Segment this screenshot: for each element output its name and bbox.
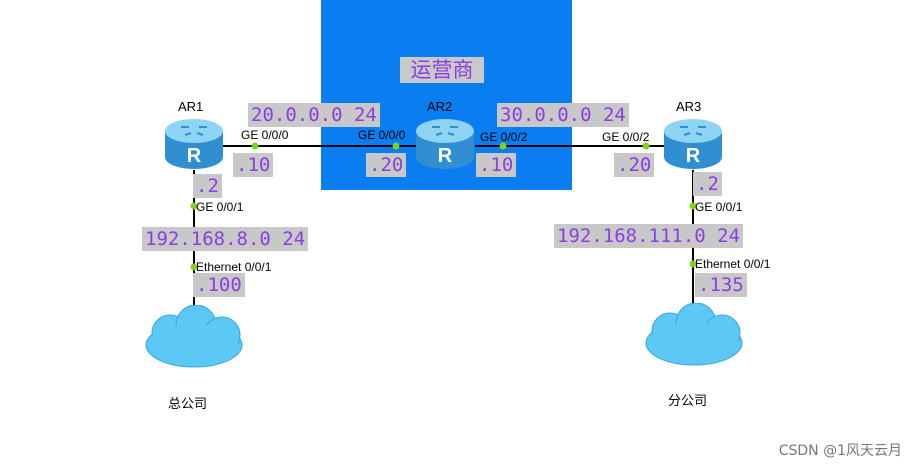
port-label-ar1-ge001: GE 0/0/1	[196, 200, 244, 214]
port-label-ar2-ge002: GE 0/0/2	[480, 130, 528, 144]
port-dot-ar3-ge001	[689, 202, 697, 210]
port-label-branch-eth: Ethernet 0/0/1	[695, 257, 771, 271]
router-name-ar3: AR3	[676, 99, 702, 114]
port-dot-hq-eth	[190, 263, 198, 271]
host-ar1-ge000: .10	[233, 153, 274, 177]
host-ar2-ge002: .10	[476, 153, 517, 177]
port-label-ar3-ge001: GE 0/0/1	[695, 200, 743, 214]
branch-cloud-icon[interactable]	[640, 303, 748, 369]
svg-text:R: R	[187, 145, 202, 167]
port-dot-ar2-ge002	[499, 142, 507, 150]
router-name-ar1: AR1	[178, 99, 204, 114]
router-ar3-icon[interactable]: R	[662, 113, 724, 173]
port-label-ar3-ge002: GE 0/0/2	[602, 130, 650, 144]
isp-label: 运营商	[400, 57, 484, 83]
host-ar2-ge000: .20	[366, 153, 407, 177]
router-ar1-icon[interactable]: R	[163, 113, 225, 173]
port-dot-ar1-ge000	[251, 142, 259, 150]
svg-text:R: R	[686, 145, 701, 167]
port-label-hq-eth: Ethernet 0/0/1	[196, 260, 272, 274]
subnet-ar2-ar3: 30.0.0.0 24	[497, 103, 629, 127]
host-hq-cloud: .100	[193, 273, 245, 297]
subnet-ar1-ar2: 20.0.0.0 24	[248, 103, 380, 127]
svg-text:R: R	[438, 145, 453, 167]
site-name-branch: 分公司	[668, 394, 708, 409]
port-label-ar2-ge000: GE 0/0/0	[358, 128, 406, 142]
host-ar1-ge001: .2	[193, 174, 222, 198]
subnet-branch: 192.168.111.0 24	[554, 224, 744, 248]
router-ar2-icon[interactable]: R	[414, 113, 476, 173]
watermark: CSDN @1风天云月	[778, 443, 902, 459]
host-ar3-ge002: .20	[614, 153, 655, 177]
port-dot-ar3-ge002	[642, 142, 650, 150]
host-ar3-ge001: .2	[693, 172, 722, 196]
port-dot-ar2-ge000	[392, 142, 400, 150]
site-name-hq: 总公司	[168, 397, 208, 412]
hq-cloud-icon[interactable]	[140, 305, 248, 371]
port-dot-branch-eth	[689, 260, 697, 268]
subnet-hq: 192.168.8.0 24	[142, 227, 309, 251]
port-dot-ar1-ge001	[190, 202, 198, 210]
router-name-ar2: AR2	[427, 99, 453, 114]
host-branch-cloud: .135	[695, 273, 747, 297]
port-label-ar1-ge000: GE 0/0/0	[241, 128, 289, 142]
